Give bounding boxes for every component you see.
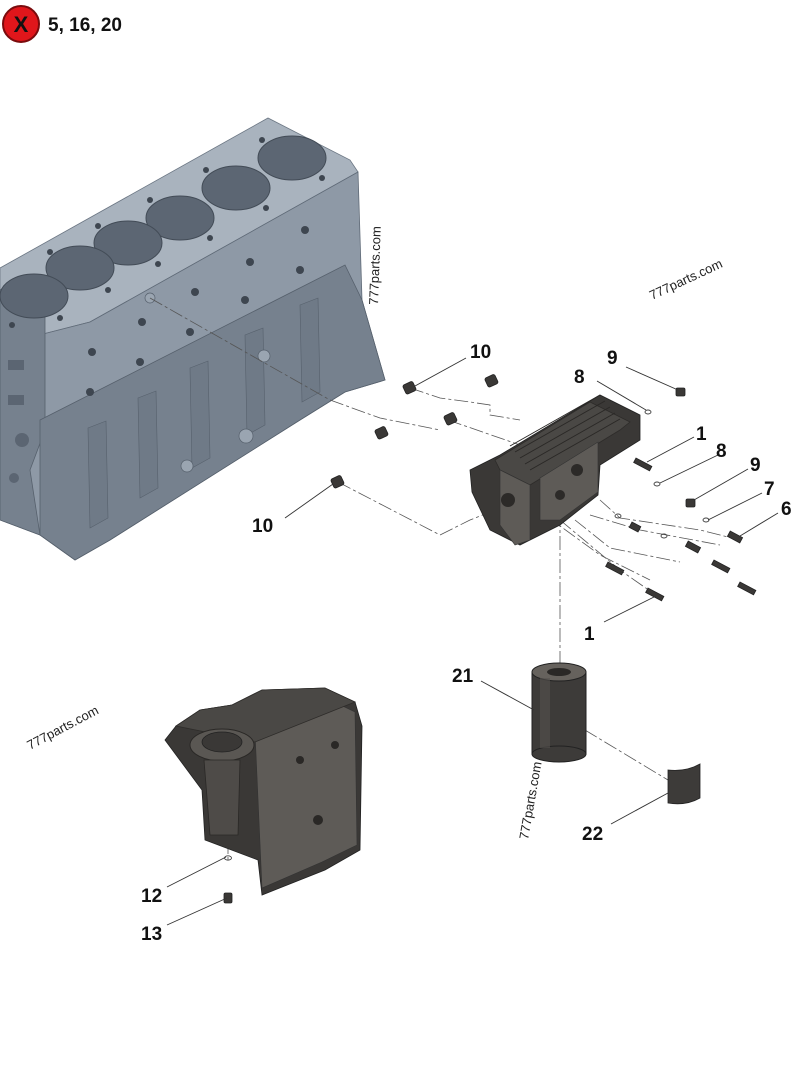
callout-21: 21	[452, 666, 474, 687]
callout-9-upper: 9	[607, 348, 618, 369]
oil-filter-21	[531, 662, 587, 763]
callout-6: 6	[781, 499, 792, 520]
callout-8-upper: 8	[574, 367, 585, 388]
callout-1-lower: 1	[584, 624, 595, 645]
watermark-filter: 777parts.com	[516, 760, 544, 840]
callout-12: 12	[141, 886, 162, 907]
x-mark: X	[14, 12, 29, 37]
callout-13: 13	[141, 924, 162, 945]
callout-8-lower: 8	[716, 441, 727, 462]
housing-assembly	[164, 687, 363, 904]
callout-7: 7	[764, 479, 775, 500]
callout-10-upper: 10	[470, 342, 491, 363]
callout-9-lower: 9	[750, 455, 761, 476]
callout-22: 22	[582, 824, 603, 845]
watermark-block: 777parts.com	[366, 226, 384, 305]
red-x-circle-icon	[2, 5, 40, 43]
leader-lines	[166, 357, 779, 926]
callout-labels: 10 9 8 1 8 9 7 6 10 1 21 22 12 13	[141, 342, 792, 945]
callout-10-lower: 10	[252, 516, 273, 537]
watermark-top-right: 777parts.com	[647, 256, 725, 303]
not-included-items: 5, 16, 20	[48, 15, 122, 36]
filter-head-assembly	[469, 394, 641, 546]
filter-label-22	[667, 763, 701, 805]
not-included-badge: X 5, 16, 20	[2, 5, 122, 43]
engine-block	[0, 117, 386, 561]
hardware-items	[330, 374, 757, 602]
watermark-left: 777parts.com	[24, 702, 101, 752]
callout-1-upper: 1	[696, 424, 707, 445]
